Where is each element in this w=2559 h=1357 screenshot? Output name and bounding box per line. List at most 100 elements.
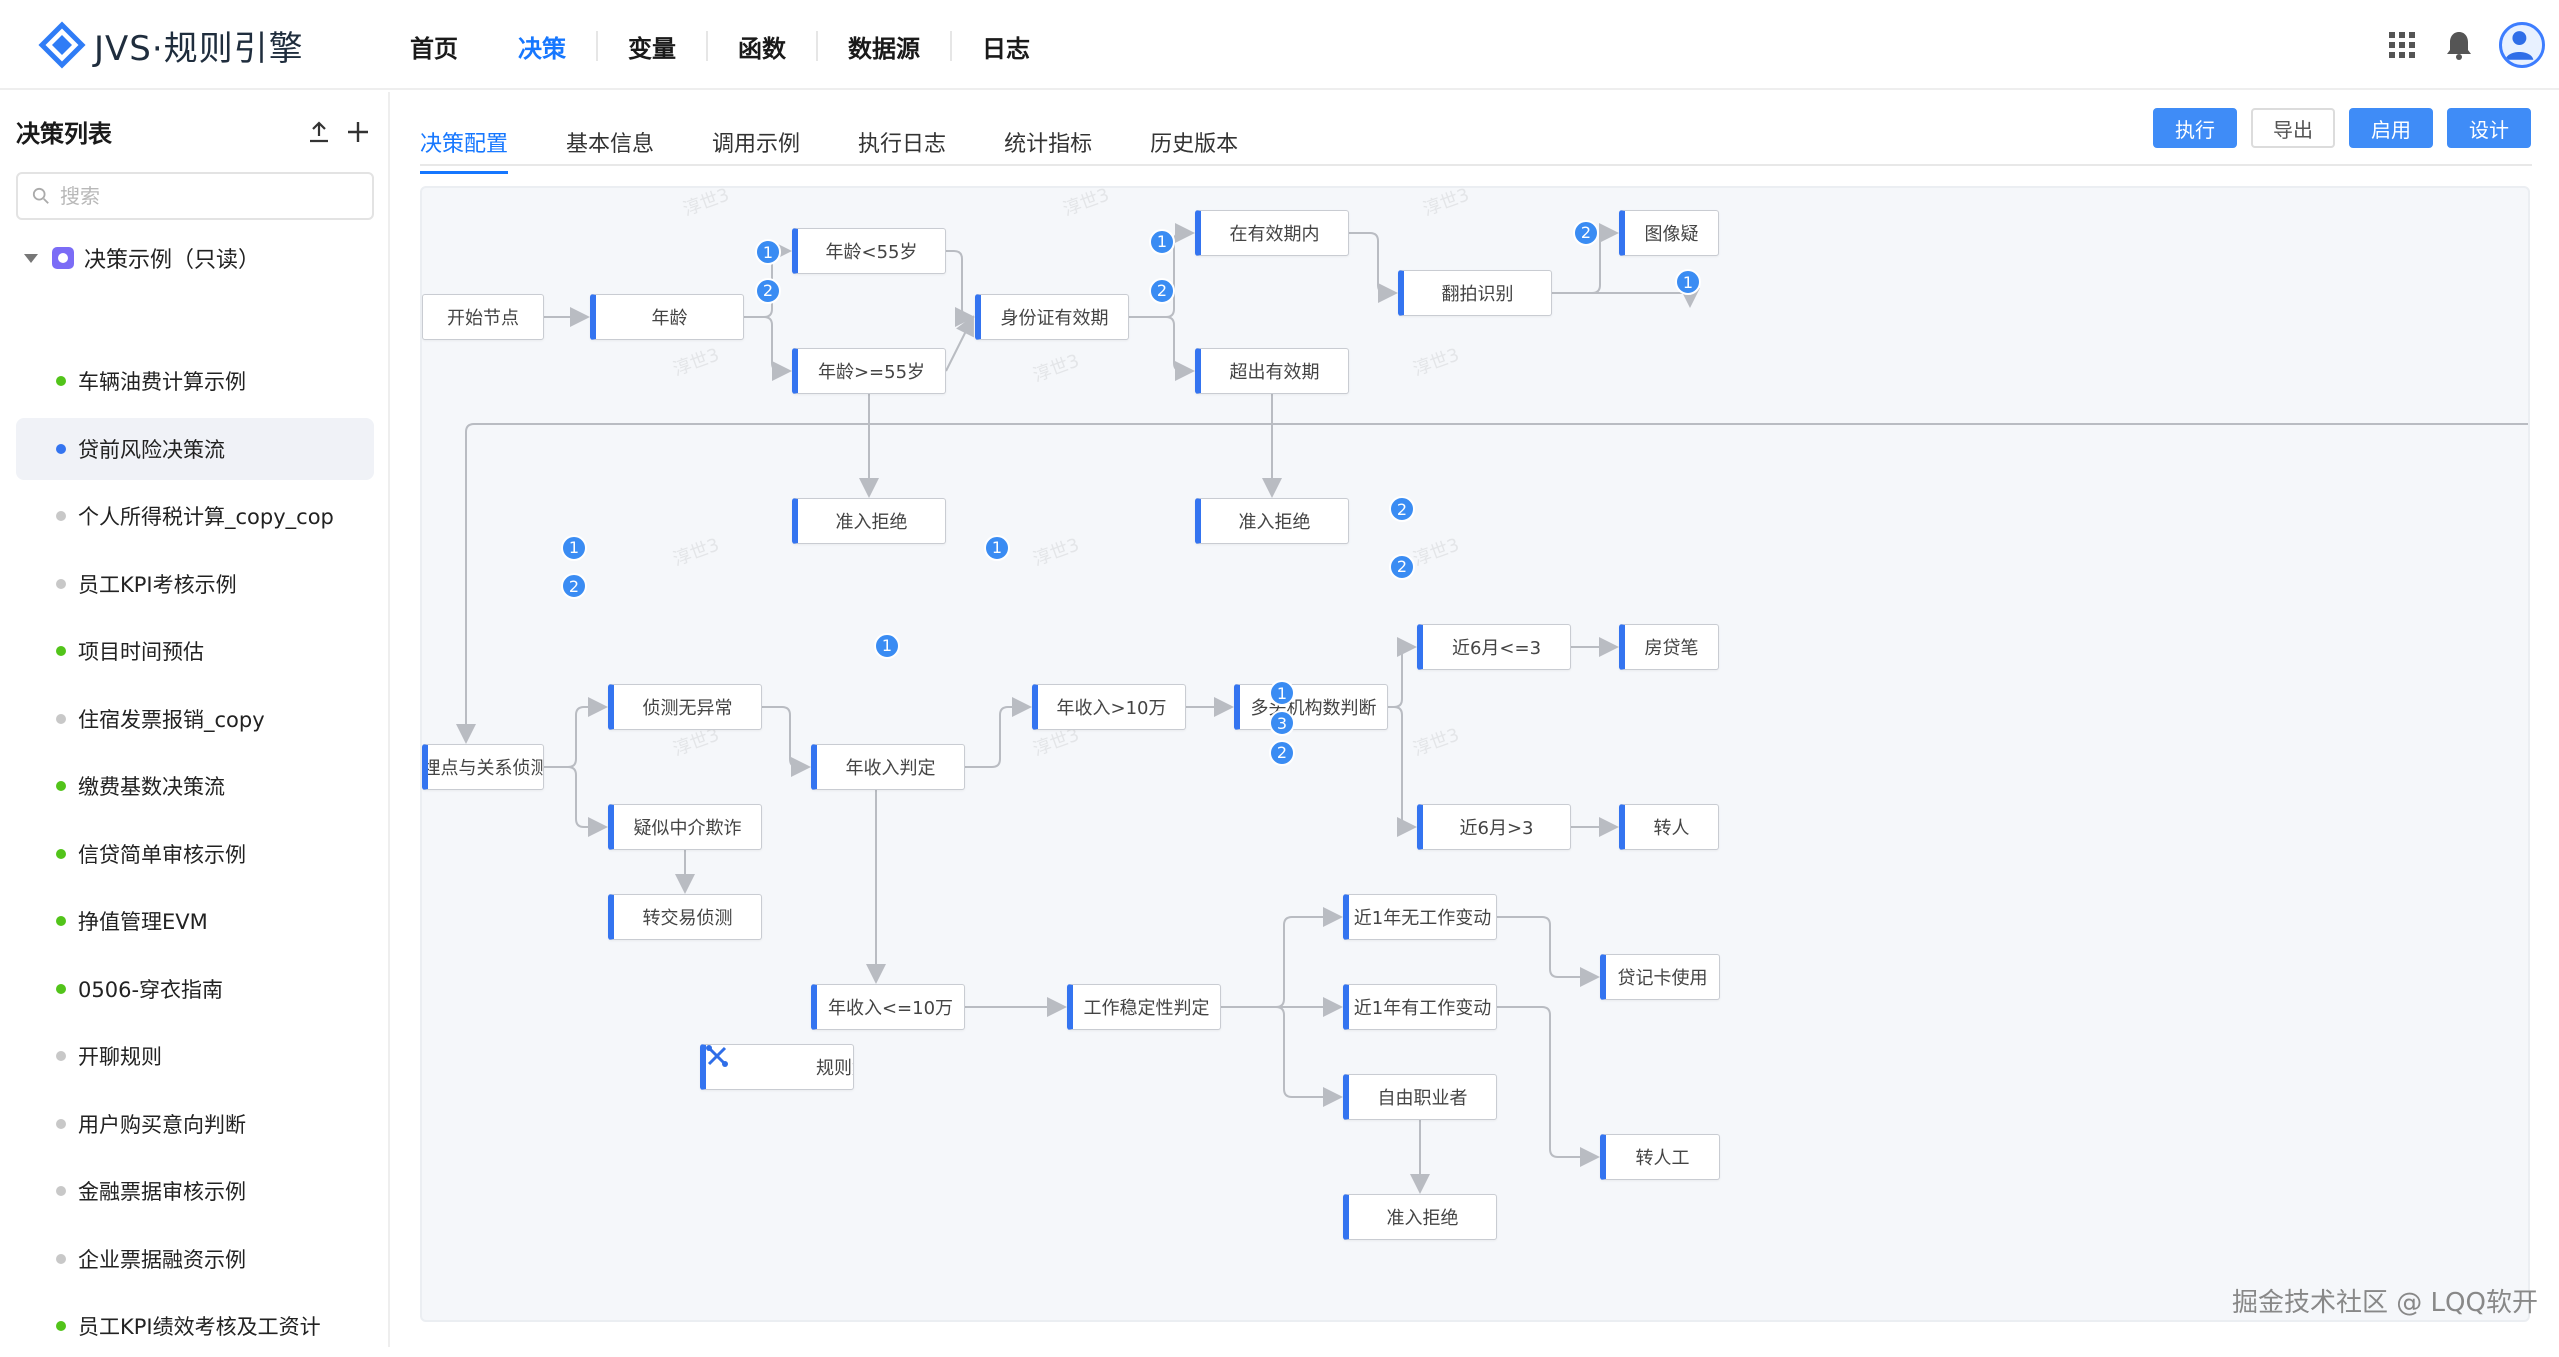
branch-badge: 2 bbox=[561, 573, 587, 600]
flow-node[interactable]: 年龄 bbox=[590, 294, 744, 340]
tab-execution-log[interactable]: 执行日志 bbox=[858, 132, 947, 157]
nav-log[interactable]: 日志 bbox=[982, 34, 1030, 63]
nav-variable[interactable]: 变量 bbox=[628, 34, 676, 63]
nav-separator bbox=[950, 31, 952, 61]
flow-edge bbox=[946, 250, 975, 327]
status-dot-icon bbox=[56, 848, 66, 859]
flow-node[interactable]: 贷记卡使用 bbox=[1600, 954, 1720, 1000]
flow-edge bbox=[544, 766, 608, 837]
flow-edge bbox=[762, 706, 811, 777]
status-dot-icon bbox=[56, 1118, 66, 1129]
decision-list-item[interactable]: 金融票据审核示例 bbox=[16, 1160, 374, 1222]
flow-node[interactable]: 开始节点 bbox=[422, 294, 544, 340]
branch-badge: 2 bbox=[1389, 553, 1415, 580]
decision-list-item[interactable]: 挣值管理EVM bbox=[16, 890, 374, 952]
flow-node[interactable]: 多头机构数判断 bbox=[1234, 684, 1388, 730]
flow-node[interactable]: 近6月<=3 bbox=[1417, 624, 1571, 670]
decision-list-item-label: 企业票据融资示例 bbox=[78, 1247, 246, 1272]
main-panel: 决策配置 基本信息 调用示例 执行日志 统计指标 历史版本 执行 导出 启用 设… bbox=[392, 92, 2559, 1347]
flow-node[interactable]: 准入拒绝 bbox=[792, 498, 946, 544]
decision-list-item[interactable]: 个人所得税计算_copy_cop bbox=[16, 485, 374, 547]
execute-button[interactable]: 执行 bbox=[2153, 108, 2237, 148]
flow-node[interactable]: 翻拍识别 bbox=[1398, 270, 1552, 316]
upload-icon[interactable] bbox=[308, 120, 330, 144]
status-dot-icon bbox=[56, 983, 66, 994]
enable-button[interactable]: 启用 bbox=[2349, 108, 2433, 148]
flow-node[interactable]: 近1年有工作变动 bbox=[1343, 984, 1497, 1030]
nav-function[interactable]: 函数 bbox=[738, 34, 786, 63]
decision-list-item[interactable]: 开聊规则 bbox=[16, 1025, 374, 1087]
decision-list-item[interactable]: 车辆油费计算示例 bbox=[16, 350, 374, 412]
nav-home[interactable]: 首页 bbox=[410, 34, 458, 63]
decision-list-item[interactable]: 项目时间预估 bbox=[16, 620, 374, 682]
flow-node[interactable]: 埋点与关系侦测 bbox=[422, 744, 544, 790]
flow-node[interactable]: 转人 bbox=[1619, 804, 1719, 850]
flow-node[interactable]: 侦测无异常 bbox=[608, 684, 762, 730]
decision-list-item[interactable]: 用户购买意向判断 bbox=[16, 1093, 374, 1155]
tab-call-example[interactable]: 调用示例 bbox=[712, 132, 801, 157]
attribution-text: 掘金技术社区 @ LQQ软开 bbox=[2232, 1288, 2538, 1318]
app-logo[interactable]: JVS·规则引擎 bbox=[38, 18, 304, 72]
flow-node-label: 年收入>10万 bbox=[1056, 698, 1167, 719]
flow-node[interactable]: 身份证有效期 bbox=[975, 294, 1129, 340]
flow-node-label: 规则集 bbox=[816, 1058, 853, 1079]
flow-node[interactable]: 近6月>3 bbox=[1417, 804, 1571, 850]
add-icon[interactable] bbox=[346, 120, 370, 144]
notification-bell-icon[interactable] bbox=[2445, 30, 2473, 60]
flow-node[interactable]: 年收入判定 bbox=[811, 744, 965, 790]
nav-decision[interactable]: 决策 bbox=[518, 34, 566, 63]
nav-datasource[interactable]: 数据源 bbox=[848, 34, 920, 63]
decision-list-item[interactable]: 员工KPI绩效考核及工资计 bbox=[16, 1295, 374, 1357]
flow-node[interactable]: 准入拒绝 bbox=[1195, 498, 1349, 544]
flow-node[interactable]: 规则集 bbox=[700, 1044, 854, 1090]
flow-node[interactable]: 年龄<55岁 bbox=[792, 228, 946, 274]
flow-node-label: 准入拒绝 bbox=[835, 512, 908, 533]
decision-list-item[interactable]: 0506-穿衣指南 bbox=[16, 958, 374, 1020]
decision-list-item-label: 用户购买意向判断 bbox=[78, 1112, 246, 1137]
tab-statistics[interactable]: 统计指标 bbox=[1004, 132, 1093, 157]
flow-node[interactable]: 自由职业者 bbox=[1343, 1074, 1497, 1120]
flow-node[interactable]: 疑似中介欺诈 bbox=[608, 804, 762, 850]
tab-history-version[interactable]: 历史版本 bbox=[1150, 132, 1239, 157]
tab-basic-info[interactable]: 基本信息 bbox=[566, 132, 655, 157]
decision-list-item[interactable]: 住宿发票报销_copy bbox=[16, 688, 374, 750]
flow-node-label: 侦测无异常 bbox=[642, 698, 733, 719]
user-avatar[interactable] bbox=[2499, 22, 2545, 68]
flow-node[interactable]: 在有效期内 bbox=[1195, 210, 1349, 256]
status-dot-icon bbox=[56, 646, 66, 656]
flow-node-label: 身份证有效期 bbox=[1000, 308, 1109, 329]
tab-decision-config[interactable]: 决策配置 bbox=[420, 116, 509, 174]
decision-list-item[interactable]: 信贷简单审核示例 bbox=[16, 823, 374, 885]
flow-node-label: 年龄 bbox=[651, 308, 688, 329]
decision-list-item[interactable]: 贷前风险决策流 bbox=[16, 417, 374, 480]
branch-badge: 1 bbox=[984, 534, 1010, 561]
flow-node[interactable]: 工作稳定性判定 bbox=[1067, 984, 1221, 1030]
tree-group-label: 决策示例（只读） bbox=[84, 248, 261, 273]
export-button[interactable]: 导出 bbox=[2251, 108, 2335, 148]
flow-node[interactable]: 年收入<=10万 bbox=[811, 984, 965, 1030]
flow-node[interactable]: 转人工 bbox=[1600, 1134, 1720, 1180]
tree-group-examples[interactable]: 决策示例（只读） bbox=[24, 238, 260, 278]
decision-list-item-label: 贷前风险决策流 bbox=[78, 437, 225, 462]
status-dot-icon bbox=[56, 443, 66, 454]
flow-node[interactable]: 近1年无工作变动 bbox=[1343, 894, 1497, 940]
flow-node-label: 自由职业者 bbox=[1377, 1088, 1468, 1109]
search-input[interactable] bbox=[60, 184, 360, 208]
caret-down-icon[interactable] bbox=[24, 253, 38, 263]
decision-list-item[interactable]: 企业票据融资示例 bbox=[16, 1228, 374, 1290]
flow-edge bbox=[1388, 637, 1417, 708]
apps-grid-icon[interactable] bbox=[2389, 32, 2415, 58]
flow-node[interactable]: 准入拒绝 bbox=[1343, 1194, 1497, 1240]
status-dot-icon bbox=[56, 916, 66, 926]
flow-node[interactable]: 房贷笔 bbox=[1619, 624, 1719, 670]
decision-list-item-label: 信贷简单审核示例 bbox=[78, 842, 246, 867]
design-button[interactable]: 设计 bbox=[2447, 108, 2531, 148]
decision-list-item[interactable]: 缴费基数决策流 bbox=[16, 755, 374, 817]
flow-node[interactable]: 图像疑 bbox=[1619, 210, 1719, 256]
decision-list-item[interactable]: 员工KPI考核示例 bbox=[16, 553, 374, 615]
flow-node[interactable]: 转交易侦测 bbox=[608, 894, 762, 940]
flow-node[interactable]: 年收入>10万 bbox=[1032, 684, 1186, 730]
flow-node[interactable]: 超出有效期 bbox=[1195, 348, 1349, 394]
flow-node[interactable]: 年龄>=55岁 bbox=[792, 348, 946, 394]
